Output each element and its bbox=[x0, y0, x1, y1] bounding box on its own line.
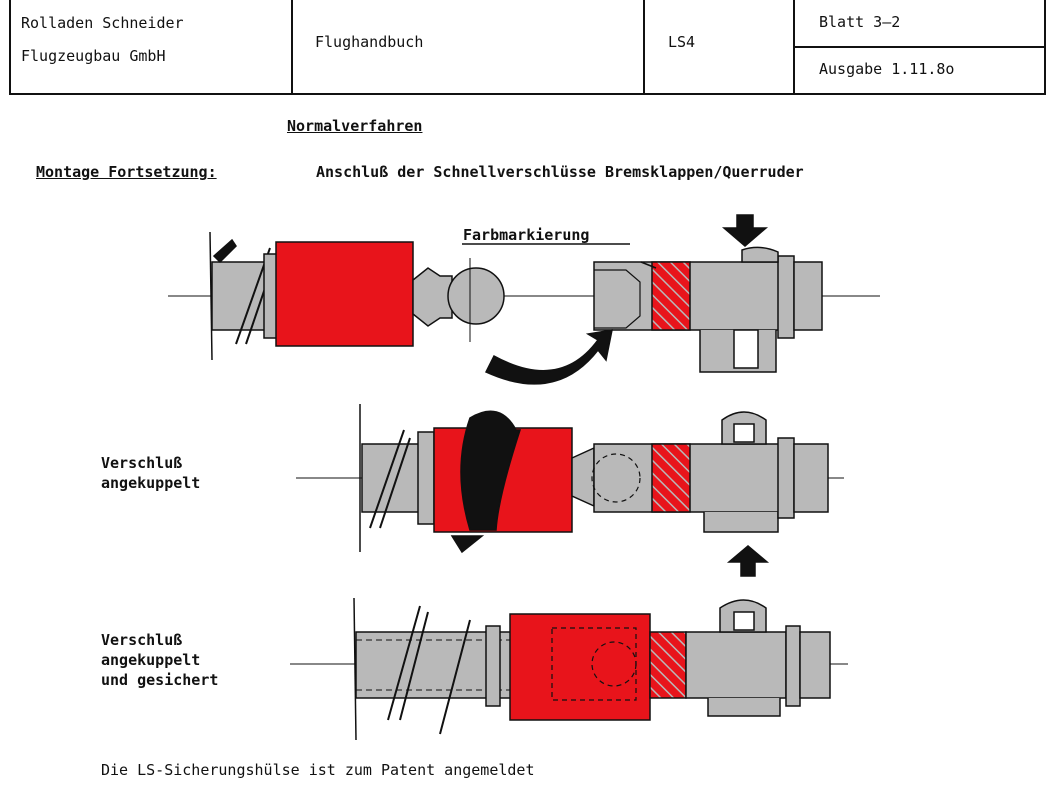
sheet-number: Blatt 3—2 bbox=[819, 13, 901, 31]
rotate-arrowhead-icon bbox=[450, 535, 485, 554]
lock-window bbox=[733, 329, 759, 369]
figure-coupled bbox=[296, 404, 844, 577]
label-secured-line2: angekuppelt bbox=[101, 651, 201, 669]
hidden-ball bbox=[591, 453, 641, 503]
label-secured-line3: und gesichert bbox=[101, 671, 219, 689]
document-cell: Flughandbuch bbox=[293, 0, 645, 93]
socket-tube bbox=[793, 261, 823, 331]
ball-neck bbox=[571, 446, 595, 508]
rotate-arrow-icon bbox=[484, 329, 613, 385]
lock-window bbox=[733, 611, 755, 631]
company-cell: Rolladen Schneider Flugzeugbau GmbH bbox=[11, 0, 293, 93]
break-line bbox=[209, 231, 213, 361]
lock-lever bbox=[741, 246, 779, 263]
label-coupled: Verschluß angekuppelt bbox=[101, 453, 200, 493]
press-arrow-down-icon bbox=[721, 214, 769, 247]
company-name-line1: Rolladen Schneider bbox=[21, 14, 184, 32]
color-marking bbox=[651, 261, 691, 331]
figure-disconnected bbox=[168, 214, 880, 385]
edition-date: Ausgabe 1.11.8o bbox=[819, 60, 955, 78]
aircraft-model: LS4 bbox=[668, 33, 696, 51]
spring-washer bbox=[417, 431, 435, 525]
hidden-ball bbox=[591, 641, 637, 687]
patent-note: Die LS-Sicherungshülse ist zum Patent an… bbox=[101, 761, 535, 779]
label-coupled-line2: angekuppelt bbox=[101, 474, 201, 492]
tube-edge bbox=[212, 238, 237, 264]
section-heading: Normalverfahren bbox=[287, 117, 423, 135]
safety-sleeve bbox=[509, 613, 651, 721]
socket-collar bbox=[777, 255, 795, 339]
color-marking bbox=[649, 631, 687, 699]
lock-housing bbox=[703, 512, 779, 533]
sheet-divider bbox=[795, 46, 1046, 48]
press-arrow-up-icon bbox=[726, 545, 770, 577]
socket-tube bbox=[799, 631, 831, 699]
label-coupled-line1: Verschluß bbox=[101, 454, 183, 472]
figure-secured bbox=[290, 597, 848, 741]
spring-coil bbox=[369, 429, 411, 529]
color-marking bbox=[651, 443, 691, 513]
company-name-line2: Flugzeugbau GmbH bbox=[21, 47, 166, 65]
ball-neck bbox=[412, 267, 453, 327]
montage-label: Montage Fortsetzung: bbox=[36, 163, 217, 181]
procedure-subtitle: Anschluß der Schnellverschlüsse Bremskla… bbox=[316, 163, 804, 181]
lock-housing bbox=[707, 698, 781, 717]
socket-collar bbox=[785, 625, 801, 707]
callout-color-marking: Farbmarkierung bbox=[463, 226, 589, 244]
document-title: Flughandbuch bbox=[315, 33, 424, 51]
sheet-cell: Blatt 3—2 Ausgabe 1.11.8o bbox=[795, 0, 1046, 93]
ball-joint bbox=[447, 267, 505, 325]
safety-sleeve bbox=[275, 241, 414, 347]
rotate-sleeve-arrow-icon bbox=[460, 410, 522, 531]
break-line bbox=[353, 597, 357, 741]
document-header: Rolladen Schneider Flugzeugbau GmbH Flug… bbox=[9, 0, 1046, 95]
socket-body bbox=[685, 631, 787, 699]
callout-leader bbox=[640, 261, 657, 269]
spring-washer bbox=[485, 625, 501, 707]
model-cell: LS4 bbox=[645, 0, 795, 93]
lock-window bbox=[733, 423, 755, 443]
label-secured-line1: Verschluß bbox=[101, 631, 183, 649]
label-coupled-secured: Verschluß angekuppelt und gesichert bbox=[101, 630, 218, 690]
socket-collar bbox=[777, 437, 795, 519]
socket-recess bbox=[594, 269, 641, 329]
socket-tube bbox=[793, 443, 829, 513]
spring-coil bbox=[387, 605, 471, 735]
